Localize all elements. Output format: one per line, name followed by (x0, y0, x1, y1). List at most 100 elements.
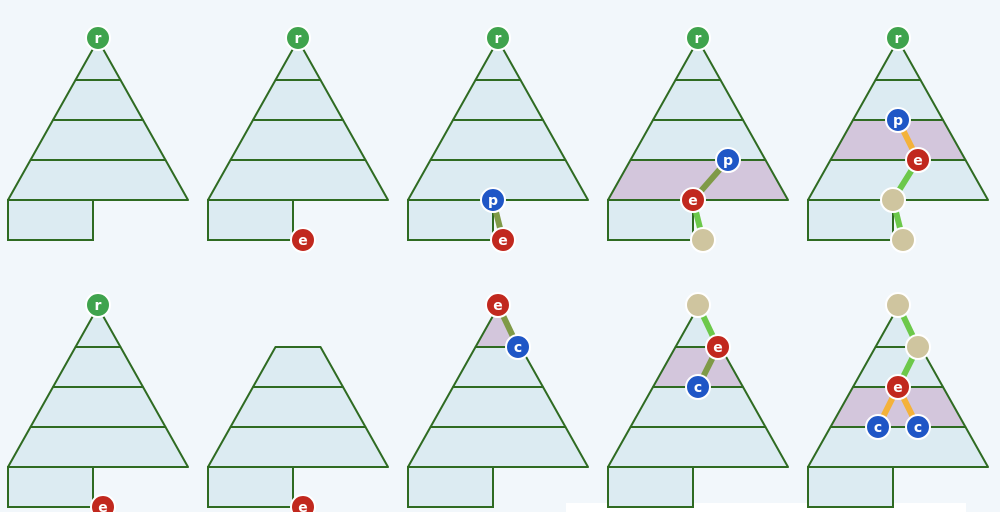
visited-node (690, 227, 716, 253)
node-circle (865, 414, 891, 440)
root-node: r (885, 25, 911, 51)
node-circle (90, 494, 116, 512)
node-label: r (295, 31, 302, 47)
node-label: c (694, 380, 702, 396)
node-circle (890, 227, 916, 253)
current-node: e (680, 187, 706, 213)
child-node: c (905, 414, 931, 440)
node-circle (705, 334, 731, 360)
current-node: e (290, 227, 316, 253)
level-band (229, 119, 367, 161)
level-band (207, 426, 389, 468)
node-label: e (298, 500, 308, 512)
current-node: e (490, 227, 516, 253)
node-circle (290, 227, 316, 253)
visited-node (685, 292, 711, 318)
node-circle (685, 292, 711, 318)
panel-bottom-4: ec (607, 292, 789, 508)
trunk-block (807, 199, 894, 241)
panel-bottom-2: e (207, 346, 389, 512)
node-circle (680, 187, 706, 213)
node-label: r (895, 31, 902, 47)
node-label: e (688, 193, 698, 209)
trunk-block (807, 466, 894, 508)
level-band (29, 386, 167, 428)
level-band (207, 159, 389, 201)
current-node: e (885, 374, 911, 400)
root-node: r (285, 25, 311, 51)
parent-node: p (715, 147, 741, 173)
node-label: e (298, 233, 308, 249)
node-label: p (488, 193, 498, 209)
level-band (7, 159, 189, 201)
current-node: e (905, 147, 931, 173)
node-label: e (98, 500, 108, 512)
panel-top-4: r p e (607, 25, 789, 253)
level-band (7, 426, 189, 468)
trunk-block (407, 466, 494, 508)
current-node: e (705, 334, 731, 360)
parent-node: p (885, 107, 911, 133)
node-circle (505, 334, 531, 360)
panel-top-3: r p e (407, 25, 589, 253)
node-label: r (95, 298, 102, 314)
parent-node: p (480, 187, 506, 213)
node-circle (715, 147, 741, 173)
level-band (29, 119, 167, 161)
node-circle (685, 374, 711, 400)
node-label: p (723, 153, 733, 169)
current-node: e (290, 494, 316, 512)
level-band (629, 119, 767, 161)
node-label: e (498, 233, 508, 249)
trunk-block (607, 199, 694, 241)
node-circle (480, 187, 506, 213)
node-label: e (913, 153, 923, 169)
node-label: p (893, 113, 903, 129)
root-node: r (485, 25, 511, 51)
node-circle (880, 187, 906, 213)
node-circle (485, 292, 511, 318)
level-band (607, 426, 789, 468)
node-circle (885, 292, 911, 318)
node-label: e (713, 340, 723, 356)
node-circle (885, 107, 911, 133)
child-node: c (865, 414, 891, 440)
node-circle (885, 25, 911, 51)
panel-top-2: re (207, 25, 389, 253)
node-label: c (914, 420, 922, 436)
trunk-block (7, 466, 94, 508)
node-circle (85, 292, 111, 318)
trunk-block (7, 199, 94, 241)
node-label: e (893, 380, 903, 396)
node-circle (690, 227, 716, 253)
root-node: r (685, 25, 711, 51)
node-circle (85, 25, 111, 51)
node-label: r (695, 31, 702, 47)
node-label: r (495, 31, 502, 47)
node-label: c (874, 420, 882, 436)
trunk-block (207, 466, 294, 508)
node-circle (285, 25, 311, 51)
node-circle (685, 25, 711, 51)
node-circle (905, 334, 931, 360)
child-node: c (505, 334, 531, 360)
level-band (407, 159, 589, 201)
node-label: r (95, 31, 102, 47)
panel-top-1: r (7, 25, 189, 241)
root-node: r (85, 292, 111, 318)
node-circle (490, 227, 516, 253)
panel-bottom-5: e c c (807, 292, 989, 508)
node-circle (905, 147, 931, 173)
node-label: c (514, 340, 522, 356)
level-band (229, 386, 367, 428)
panel-top-5: r p e (807, 25, 989, 253)
root-node: r (85, 25, 111, 51)
visited-node (885, 292, 911, 318)
node-circle (290, 494, 316, 512)
node-circle (905, 414, 931, 440)
level-band (807, 426, 989, 468)
visited-node (880, 187, 906, 213)
panel-bottom-1: re (7, 292, 189, 512)
